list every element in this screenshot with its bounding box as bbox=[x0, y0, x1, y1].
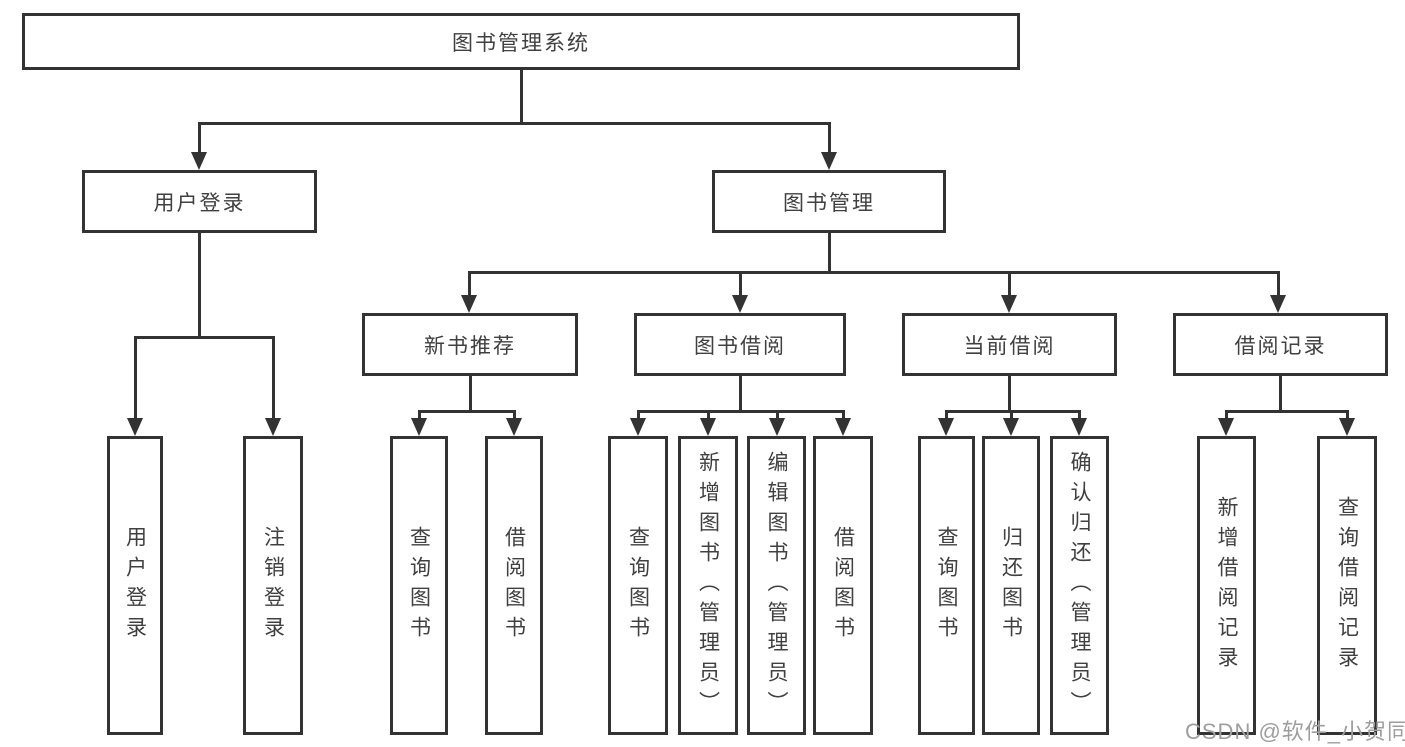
node-user-login: 用户登录 bbox=[82, 170, 317, 233]
connector-line bbox=[739, 376, 742, 412]
connector-line bbox=[945, 410, 948, 422]
connector-line bbox=[198, 122, 831, 125]
csdn-watermark: CSDN @软件_小贺同学 bbox=[1185, 719, 1405, 744]
node-leaf-user-login: 用户登录 bbox=[107, 436, 163, 735]
arrow-down-icon bbox=[1218, 418, 1234, 436]
node-book-borrowing: 图书借阅 bbox=[634, 313, 846, 376]
node-br-add-record: 新增借阅记录 bbox=[1197, 436, 1256, 735]
node-br-query-record: 查询借阅记录 bbox=[1317, 436, 1377, 735]
node-rec-borrow-books: 借阅图书 bbox=[485, 436, 543, 735]
connector-line bbox=[1008, 376, 1011, 412]
connector-line bbox=[945, 410, 1081, 413]
arrow-down-icon bbox=[506, 418, 522, 436]
connector-line bbox=[637, 410, 845, 413]
arrow-down-icon bbox=[630, 418, 646, 436]
connector-line bbox=[1277, 271, 1280, 299]
connector-line bbox=[1078, 410, 1081, 422]
arrow-down-icon bbox=[265, 418, 281, 436]
connector-line bbox=[776, 410, 779, 422]
connector-line bbox=[1010, 410, 1013, 422]
arrow-down-icon bbox=[127, 418, 143, 436]
connector-line bbox=[842, 410, 845, 422]
node-leaf-logout: 注销登录 bbox=[243, 436, 303, 735]
arrow-down-icon bbox=[1270, 295, 1286, 313]
connector-line bbox=[272, 336, 275, 422]
connector-line bbox=[1346, 410, 1349, 422]
arrow-down-icon bbox=[411, 418, 427, 436]
connector-line bbox=[468, 271, 471, 299]
node-book-management: 图书管理 bbox=[712, 170, 946, 233]
connector-line bbox=[520, 70, 523, 124]
connector-line bbox=[637, 410, 640, 422]
arrow-down-icon bbox=[1003, 418, 1019, 436]
connector-line bbox=[418, 410, 421, 422]
arrow-down-icon bbox=[835, 418, 851, 436]
arrow-down-icon bbox=[769, 418, 785, 436]
arrow-down-icon bbox=[732, 295, 748, 313]
node-new-book-recommendation: 新书推荐 bbox=[362, 313, 578, 376]
node-library-management-system: 图书管理系统 bbox=[22, 13, 1020, 70]
connector-line bbox=[739, 271, 742, 299]
connector-line bbox=[418, 410, 516, 413]
connector-line bbox=[134, 336, 137, 422]
connector-line bbox=[707, 410, 710, 422]
arrow-down-icon bbox=[700, 418, 716, 436]
connector-line bbox=[1225, 410, 1349, 413]
connector-line bbox=[1008, 271, 1011, 299]
node-bb-borrow-books: 借阅图书 bbox=[813, 436, 873, 735]
node-bb-edit-books-admin: 编辑图书（管理员） bbox=[747, 436, 806, 735]
arrow-down-icon bbox=[1339, 418, 1355, 436]
node-rec-query-books: 查询图书 bbox=[390, 436, 448, 735]
node-bb-add-books-admin: 新增图书（管理员） bbox=[678, 436, 738, 735]
connector-line bbox=[1279, 376, 1282, 412]
connector-line bbox=[469, 376, 472, 412]
connector-line bbox=[828, 233, 831, 273]
node-cb-query-books: 查询图书 bbox=[918, 436, 975, 735]
connector-line bbox=[134, 336, 275, 339]
connector-line bbox=[198, 122, 201, 156]
arrow-down-icon bbox=[1001, 295, 1017, 313]
node-bb-query-books: 查询图书 bbox=[608, 436, 668, 735]
arrow-down-icon bbox=[938, 418, 954, 436]
arrow-down-icon bbox=[461, 295, 477, 313]
node-cb-confirm-return-admin: 确认归还（管理员） bbox=[1050, 436, 1109, 735]
connector-line bbox=[1225, 410, 1228, 422]
arrow-down-icon bbox=[191, 152, 207, 170]
connector-line bbox=[513, 410, 516, 422]
node-cb-return-books: 归还图书 bbox=[982, 436, 1040, 735]
connector-line bbox=[198, 233, 201, 338]
node-current-borrowing: 当前借阅 bbox=[902, 313, 1117, 376]
node-borrowing-records: 借阅记录 bbox=[1173, 313, 1388, 376]
connector-line bbox=[828, 122, 831, 156]
arrow-down-icon bbox=[1071, 418, 1087, 436]
arrow-down-icon bbox=[821, 152, 837, 170]
connector-line bbox=[468, 271, 1280, 274]
